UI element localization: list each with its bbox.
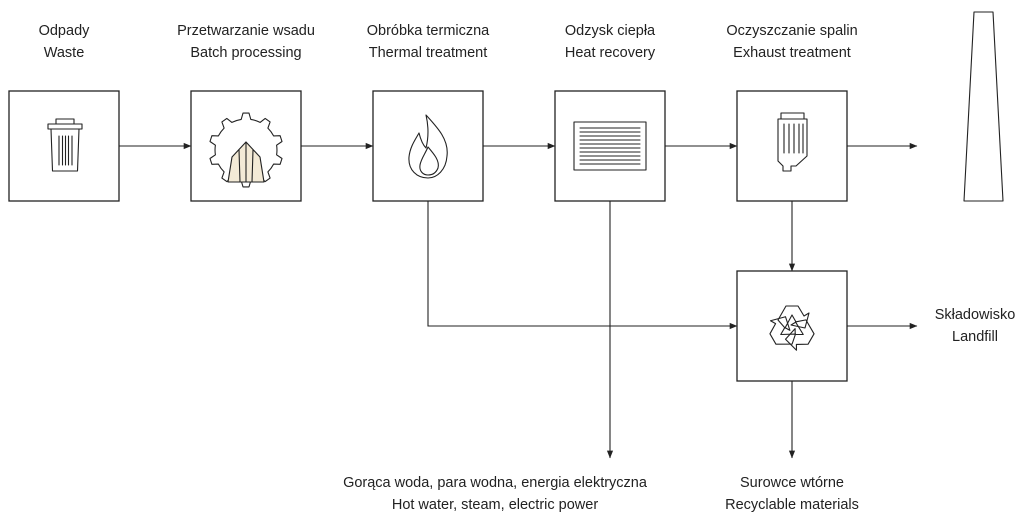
stage-batch-label-pl: Przetwarzanie wsadu xyxy=(177,23,315,39)
recycling-box xyxy=(736,270,848,382)
recycle-arrow xyxy=(769,316,797,345)
filter-unit-icon xyxy=(777,112,808,172)
landfill-label-pl: Składowisko xyxy=(935,307,1016,323)
heat-exchanger-icon xyxy=(573,121,647,171)
stage-exhaust-label-en: Exhaust treatment xyxy=(733,45,851,61)
recycle-arrow xyxy=(777,305,810,329)
energy-output-label-en: Hot water, steam, electric power xyxy=(392,497,598,513)
stage-waste-label-pl: Odpady xyxy=(39,23,91,39)
gear-batch-icon xyxy=(209,112,283,188)
stage-waste-box xyxy=(8,90,120,202)
stage-batch-label-en: Batch processing xyxy=(190,45,301,61)
landfill-label-en: Landfill xyxy=(952,329,998,345)
recyclables-label-pl: Surowce wtórne xyxy=(740,475,844,491)
energy-output-label-pl: Gorąca woda, para wodna, energia elektry… xyxy=(343,475,648,491)
flame-icon xyxy=(408,114,448,179)
stage-thermal-label-pl: Obróbka termiczna xyxy=(367,23,490,39)
stage-waste-label-en: Waste xyxy=(44,45,85,61)
stage-thermal-box xyxy=(372,90,484,202)
flow-arrows xyxy=(119,142,918,459)
recycle-icon xyxy=(769,305,815,351)
recycle-arrow xyxy=(784,319,815,351)
chimney-stack-icon xyxy=(963,11,1004,202)
stage-heat-label-pl: Odzysk ciepła xyxy=(565,23,656,39)
stage-thermal-label-en: Thermal treatment xyxy=(369,45,487,61)
recyclables-label-en: Recyclable materials xyxy=(725,497,859,513)
stage-exhaust-label-pl: Oczyszczanie spalin xyxy=(726,23,857,39)
trash-bin-icon xyxy=(47,118,83,172)
stage-heat-box xyxy=(554,90,666,202)
chimney-stack xyxy=(963,11,1004,202)
stage-heat-label-en: Heat recovery xyxy=(565,45,656,61)
stage-exhaust-box xyxy=(736,90,848,202)
stage-batch-box xyxy=(190,90,302,202)
